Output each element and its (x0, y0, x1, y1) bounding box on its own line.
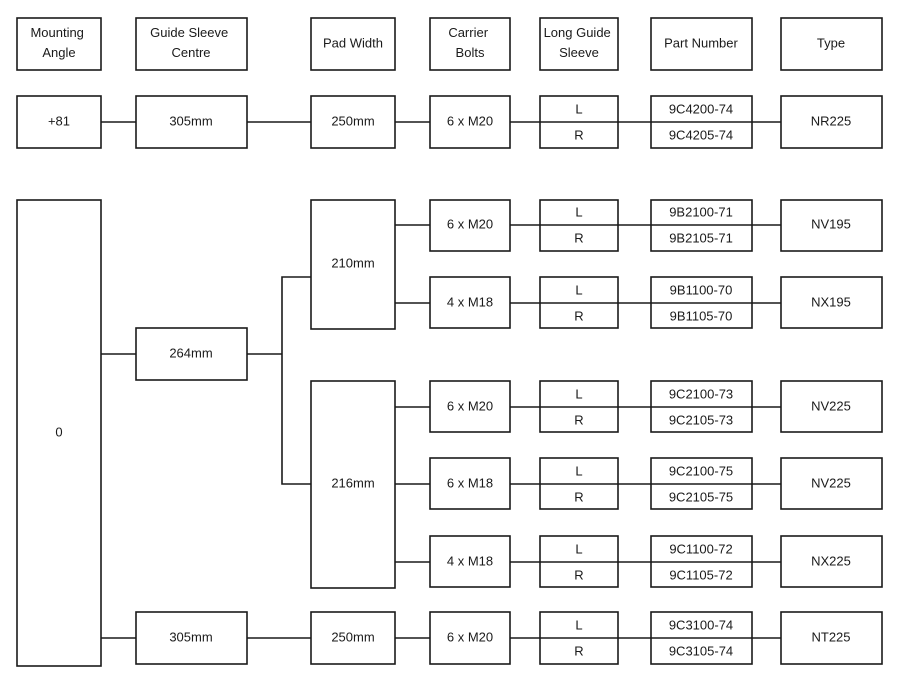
part-number-right: 9C3105-74 (669, 643, 733, 658)
pad-width-box (310, 199, 396, 330)
pad-width-value: 250mm (331, 113, 374, 128)
carrier-bolts-box (429, 457, 511, 510)
mounting-angle-value: +81 (48, 113, 70, 128)
header-guide-sleeve-centre-box (135, 17, 248, 71)
sleeve-left: L (575, 101, 582, 116)
type-value: NX195 (811, 294, 851, 309)
carrier-bolts-value: 4 x M18 (447, 294, 493, 309)
type-value: NR225 (811, 113, 851, 128)
sleeve-right: R (574, 489, 583, 504)
carrier-bolts-box (429, 199, 511, 252)
header-long-guide-sleeve: Long Guide Sleeve (544, 25, 615, 60)
sleeve-left: L (575, 463, 582, 478)
header-mounting-angle-box (16, 17, 102, 71)
header-guide-sleeve-centre-line-2: Centre (171, 45, 210, 60)
sleeve-right: R (574, 643, 583, 658)
header-part-number: Part Number (664, 35, 738, 50)
type-value: NV225 (811, 475, 851, 490)
header-guide-sleeve-centre-line-1: Guide Sleeve (150, 25, 228, 40)
part-number-right: 9B1105-70 (670, 308, 733, 323)
header-carrier-bolts: Carrier Bolts (448, 25, 491, 60)
header-part-number-box (650, 17, 753, 71)
type-box (780, 276, 883, 329)
guide-sleeve-centre-value: 305mm (169, 629, 212, 644)
carrier-bolts-box (429, 276, 511, 329)
header-type: Type (817, 35, 845, 50)
header-carrier-bolts-line-1: Carrier (448, 25, 488, 40)
type-box (780, 95, 883, 149)
carrier-bolts-value: 6 x M20 (447, 398, 493, 413)
sleeve-right: R (574, 127, 583, 142)
guide-sleeve-centre-box (135, 95, 248, 149)
carrier-bolts-box (429, 380, 511, 433)
sleeve-right: R (574, 308, 583, 323)
guide-sleeve-centre-value: 305mm (169, 113, 212, 128)
part-number-left: 9C1100-72 (669, 541, 732, 556)
type-value: NV225 (811, 398, 851, 413)
header-mounting-angle-line-2: Angle (42, 45, 75, 60)
pad-width-value: 250mm (331, 629, 374, 644)
header-mounting-angle-line-1: Mounting (30, 25, 83, 40)
part-number-left: 9C2100-75 (669, 463, 733, 478)
header-pad-width: Pad Width (323, 35, 383, 50)
sleeve-right: R (574, 230, 583, 245)
part-number-right: 9C2105-73 (669, 412, 733, 427)
sleeve-left: L (575, 386, 582, 401)
guide-sleeve-centre-value: 264mm (169, 345, 212, 360)
carrier-bolts-value: 6 x M20 (447, 216, 493, 231)
branch-connector (281, 276, 311, 485)
type-value: NX225 (811, 553, 851, 568)
part-number-right: 9C4205-74 (669, 127, 733, 142)
carrier-bolts-value: 4 x M18 (447, 553, 493, 568)
guide-sleeve-centre-box (135, 611, 248, 665)
part-number-right: 9C1105-72 (669, 567, 732, 582)
carrier-bolts-value: 6 x M20 (447, 113, 493, 128)
part-number-right: 9C2105-75 (669, 489, 733, 504)
header-long-guide-sleeve-line-2: Sleeve (559, 45, 599, 60)
sleeve-left: L (575, 617, 582, 632)
sleeve-right: R (574, 412, 583, 427)
sleeve-right: R (574, 567, 583, 582)
mounting-angle-value: 0 (55, 424, 62, 439)
header-carrier-bolts-box (429, 17, 511, 71)
header-long-guide-sleeve-box (539, 17, 619, 71)
mounting-angle-box (16, 95, 102, 149)
type-value: NV195 (811, 216, 851, 231)
type-box (780, 199, 883, 252)
type-value: NT225 (811, 629, 850, 644)
pad-width-box (310, 611, 396, 665)
carrier-bolts-value: 6 x M20 (447, 629, 493, 644)
guide-sleeve-centre-box (135, 327, 248, 381)
pad-width-box (310, 95, 396, 149)
pad-width-value: 216mm (331, 475, 374, 490)
pad-width-value: 210mm (331, 255, 374, 270)
part-number-left: 9B1100-70 (670, 282, 733, 297)
header-pad-width-box (310, 17, 396, 71)
type-box (780, 457, 883, 510)
part-number-left: 9C2100-73 (669, 386, 733, 401)
header-type-box (780, 17, 883, 71)
sleeve-left: L (575, 541, 582, 556)
sleeve-left: L (575, 204, 582, 219)
header-mounting-angle: Mounting Angle (30, 25, 87, 60)
part-number-left: 9C3100-74 (669, 617, 733, 632)
part-number-right: 9B2105-71 (669, 230, 733, 245)
carrier-bolts-box (429, 95, 511, 149)
type-box (780, 611, 883, 665)
carrier-bolts-box (429, 535, 511, 588)
pad-width-box (310, 380, 396, 589)
sleeve-left: L (575, 282, 582, 297)
mounting-angle-box (16, 199, 102, 667)
part-number-left: 9C4200-74 (669, 101, 733, 116)
carrier-bolts-value: 6 x M18 (447, 475, 493, 490)
header-carrier-bolts-line-2: Bolts (456, 45, 485, 60)
carrier-bolts-box (429, 611, 511, 665)
type-box (780, 380, 883, 433)
type-box (780, 535, 883, 588)
header-guide-sleeve-centre: Guide Sleeve Centre (150, 25, 232, 60)
part-number-left: 9B2100-71 (669, 204, 733, 219)
header-long-guide-sleeve-line-1: Long Guide (544, 25, 611, 40)
